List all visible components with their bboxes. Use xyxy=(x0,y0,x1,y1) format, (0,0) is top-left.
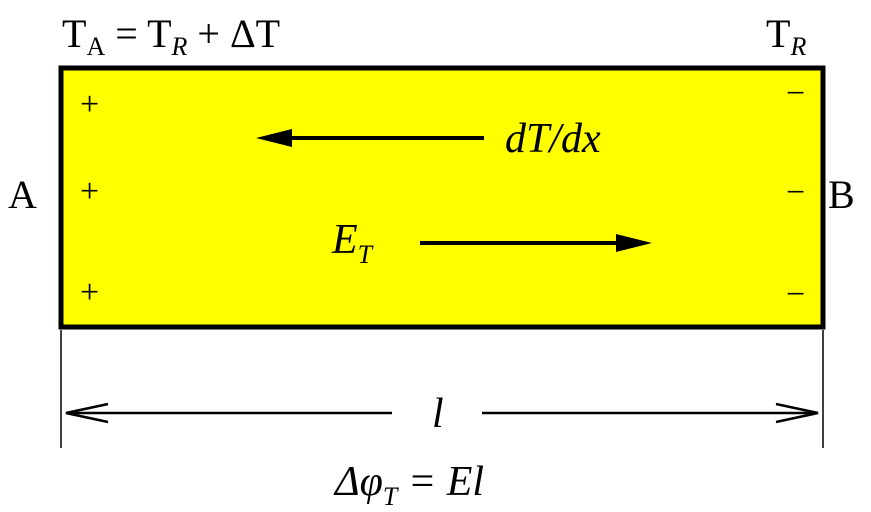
plus-charge-2: + xyxy=(80,173,99,210)
gradient-label: dT/dx xyxy=(505,116,601,162)
minus-charge-1: − xyxy=(786,75,805,112)
plus-charge-1: + xyxy=(80,86,99,123)
field-label: ET xyxy=(331,217,374,269)
conductor-bar xyxy=(58,65,826,330)
temperature-a-label: TA = TR + ΔT xyxy=(62,11,280,61)
temperature-b-label: TR xyxy=(766,11,806,61)
end-b-label: B xyxy=(828,172,855,217)
potential-label: ΔφT = El xyxy=(333,459,484,511)
gradient-arrow xyxy=(256,129,484,147)
length-label: l xyxy=(432,391,444,437)
length-arrow-right xyxy=(482,402,819,424)
length-arrow-left xyxy=(65,402,392,424)
end-a-label: A xyxy=(8,172,37,217)
minus-charge-3: − xyxy=(786,276,805,313)
field-arrow xyxy=(420,234,652,252)
plus-charge-3: + xyxy=(80,274,99,311)
minus-charge-2: − xyxy=(786,174,805,211)
